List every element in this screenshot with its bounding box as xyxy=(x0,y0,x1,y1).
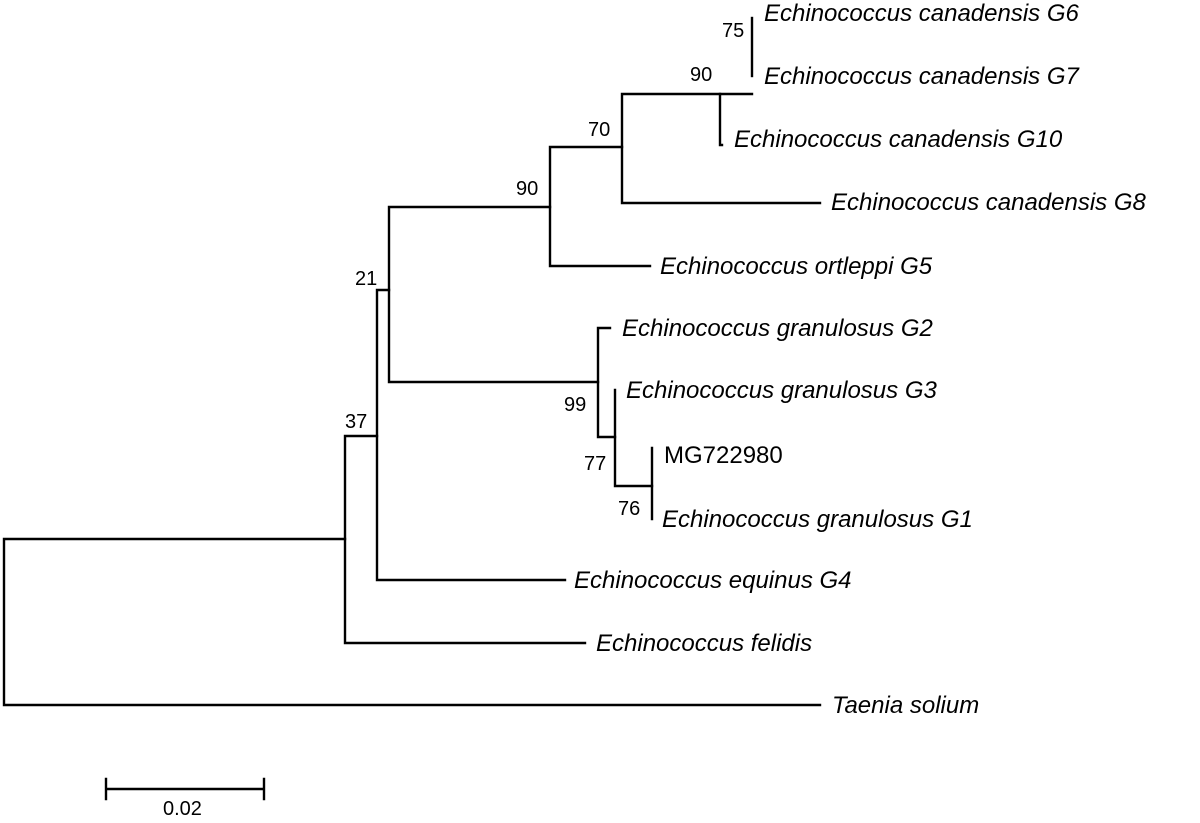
taxon-label-ortleppi-g5: Echinococcus ortleppi G5 xyxy=(660,253,933,280)
node-ingroup-branch xyxy=(387,205,600,384)
node-90b-branch xyxy=(548,145,652,268)
tree-branches xyxy=(2,16,822,707)
taxon-label-equinus-g4: Echinococcus equinus G4 xyxy=(574,567,852,594)
node-70-branch xyxy=(620,92,822,205)
support-value-21: 21 xyxy=(355,268,377,290)
taxon-label-granulosus-g1: Echinococcus granulosus G1 xyxy=(662,506,973,533)
support-value-90-upper: 90 xyxy=(690,64,712,86)
support-value-76: 76 xyxy=(618,498,640,520)
support-value-99: 99 xyxy=(564,394,586,416)
taxon-label-felidis: Echinococcus felidis xyxy=(596,630,812,657)
support-value-90-lower: 90 xyxy=(516,178,538,200)
taxon-label-canadensis-g10: Echinococcus canadensis G10 xyxy=(734,126,1063,153)
node-77-branch xyxy=(613,388,654,488)
taxon-label-canadensis-g7: Echinococcus canadensis G7 xyxy=(764,63,1081,90)
node-99-branch xyxy=(596,326,617,439)
taxon-label-granulosus-g2: Echinococcus granulosus G2 xyxy=(622,315,933,342)
scale-bar-line xyxy=(104,777,266,801)
scale-bar: 0.02 xyxy=(104,777,266,820)
node-21-branch xyxy=(375,288,567,582)
support-values: 75 90 70 90 21 37 99 77 76 xyxy=(345,20,744,520)
taxon-label-mg722980: MG722980 xyxy=(664,442,783,469)
taxon-labels: Echinococcus canadensis G6 Echinococcus … xyxy=(574,0,1147,719)
support-value-75: 75 xyxy=(722,20,744,42)
taxon-label-granulosus-g3: Echinococcus granulosus G3 xyxy=(626,377,937,404)
support-value-70: 70 xyxy=(588,119,610,141)
taxon-label-canadensis-g6: Echinococcus canadensis G6 xyxy=(764,0,1080,27)
root-node-branch xyxy=(2,537,822,707)
node-90a-branch xyxy=(718,92,754,147)
taxon-label-canadensis-g8: Echinococcus canadensis G8 xyxy=(831,189,1147,216)
support-value-37: 37 xyxy=(345,411,367,433)
node-37-branch xyxy=(343,434,587,645)
scale-bar-label: 0.02 xyxy=(163,798,202,820)
taxon-label-taenia-solium: Taenia solium xyxy=(832,692,979,719)
support-value-77: 77 xyxy=(584,453,606,475)
